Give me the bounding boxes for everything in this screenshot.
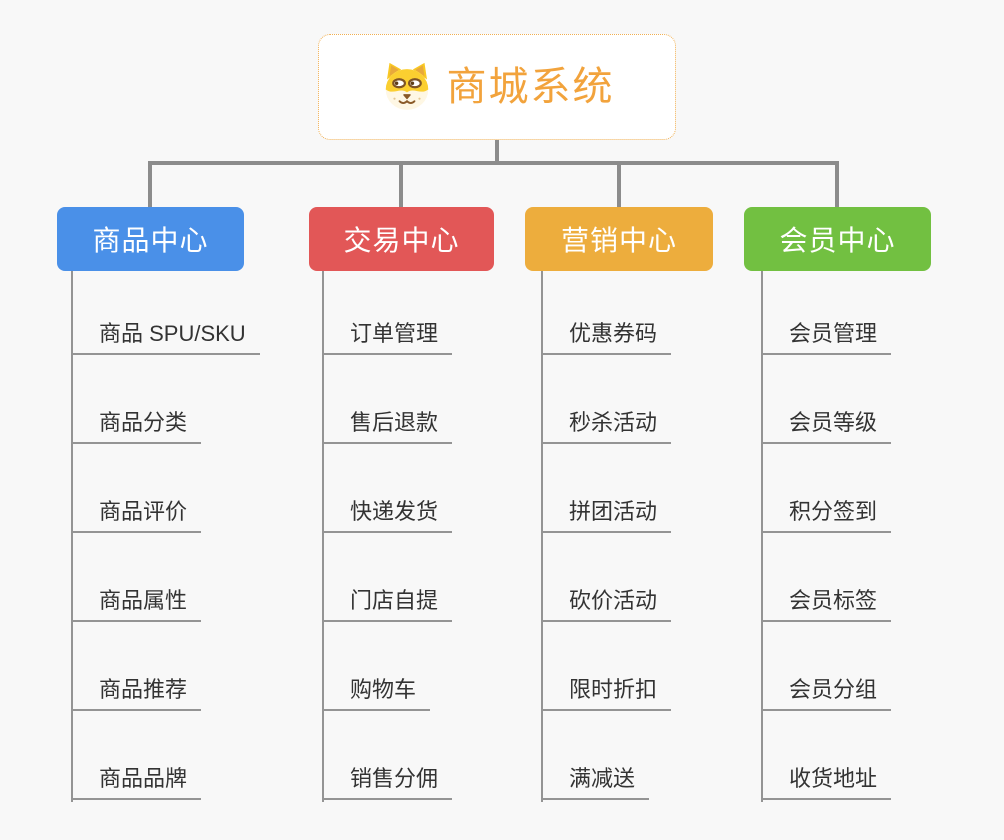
leaf-node[interactable]: 积分签到	[761, 501, 892, 533]
branch-node-marketing-center[interactable]: 营销中心	[525, 207, 713, 271]
leaf-node[interactable]: 订单管理	[322, 323, 453, 355]
leaf-node[interactable]: 收货地址	[761, 768, 892, 800]
connector-root-vertical	[495, 140, 499, 163]
spine-line	[761, 271, 763, 802]
leaf-node[interactable]: 快递发货	[322, 501, 453, 533]
spine-line	[71, 271, 73, 802]
connector-horizontal-bus	[148, 161, 839, 165]
branch-node-product-center[interactable]: 商品中心	[57, 207, 244, 271]
root-title: 商城系统	[446, 65, 615, 109]
leaf-node[interactable]: 秒杀活动	[541, 412, 672, 444]
connector-drop-member-center	[835, 161, 839, 207]
leaf-node[interactable]: 拼团活动	[541, 501, 672, 533]
leaf-node[interactable]: 销售分佣	[322, 768, 453, 800]
leaf-node[interactable]: 砍价活动	[541, 590, 672, 622]
connector-drop-trade-center	[399, 161, 403, 207]
leaf-node[interactable]: 会员管理	[761, 323, 892, 355]
branch-node-member-center[interactable]: 会员中心	[744, 207, 931, 271]
leaf-node[interactable]: 商品 SPU/SKU	[71, 323, 260, 355]
spine-line	[541, 271, 543, 802]
dog-face-icon	[385, 62, 428, 110]
connector-drop-product-center	[148, 161, 152, 207]
leaf-node[interactable]: 购物车	[322, 679, 431, 711]
leaf-node[interactable]: 商品品牌	[71, 768, 202, 800]
leaf-node[interactable]: 优惠券码	[541, 323, 672, 355]
leaf-node[interactable]: 商品属性	[71, 590, 202, 622]
branch-node-trade-center[interactable]: 交易中心	[309, 207, 494, 271]
branch-column-product-center: 商品 SPU/SKU 商品分类 商品评价 商品属性 商品推荐 商品品牌	[71, 271, 321, 806]
spine-line	[322, 271, 324, 802]
branch-column-marketing-center: 优惠券码 秒杀活动 拼团活动 砍价活动 限时折扣 满减送	[541, 271, 791, 806]
root-node-mall-system[interactable]: 商城系统	[318, 34, 676, 140]
leaf-node[interactable]: 门店自提	[322, 590, 453, 622]
connector-drop-marketing-center	[617, 161, 621, 207]
leaf-node[interactable]: 售后退款	[322, 412, 453, 444]
leaf-node[interactable]: 满减送	[541, 768, 650, 800]
leaf-node[interactable]: 商品分类	[71, 412, 202, 444]
leaf-node[interactable]: 会员等级	[761, 412, 892, 444]
leaf-node[interactable]: 会员标签	[761, 590, 892, 622]
leaf-node[interactable]: 商品评价	[71, 501, 202, 533]
leaf-node[interactable]: 会员分组	[761, 679, 892, 711]
branch-column-trade-center: 订单管理 售后退款 快递发货 门店自提 购物车 销售分佣	[322, 271, 572, 806]
leaf-node[interactable]: 限时折扣	[541, 679, 672, 711]
branch-column-member-center: 会员管理 会员等级 积分签到 会员标签 会员分组 收货地址	[761, 271, 1004, 806]
leaf-node[interactable]: 商品推荐	[71, 679, 202, 711]
